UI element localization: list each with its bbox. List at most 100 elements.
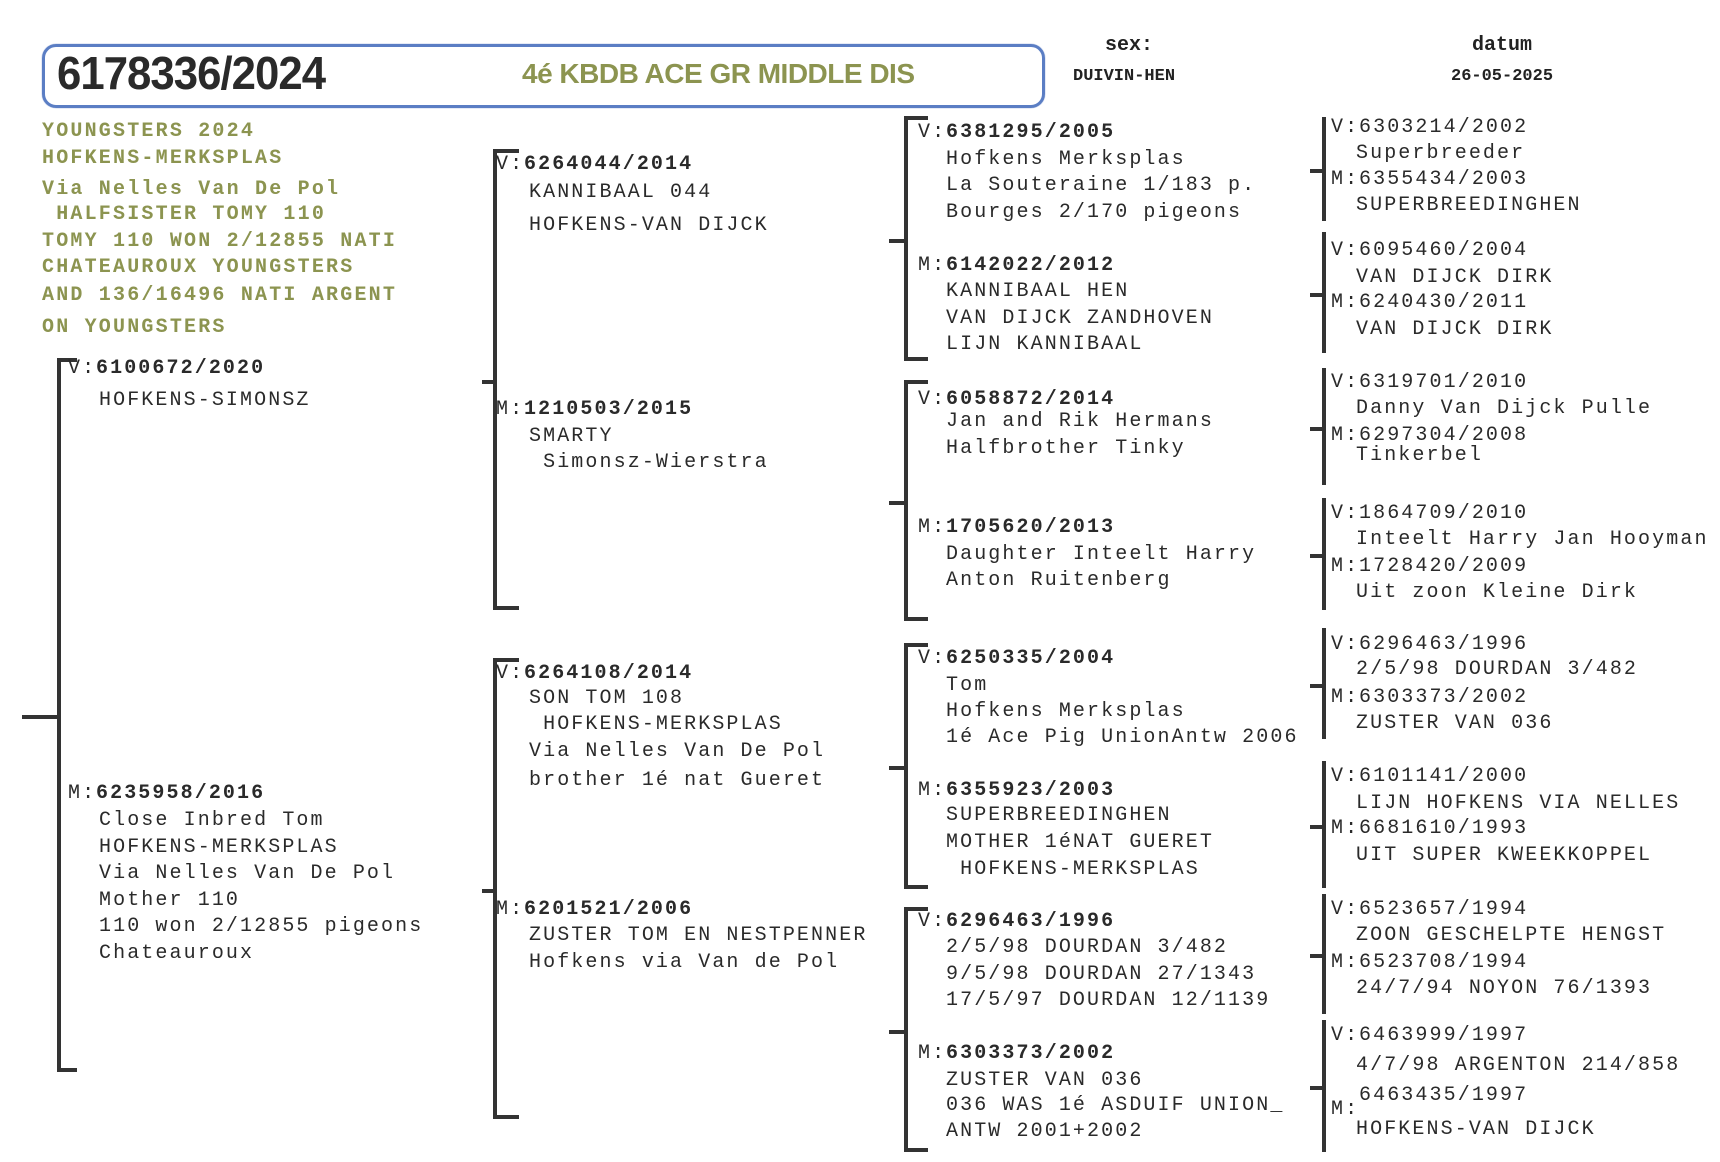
pedigree-note: UIT SUPER KWEEKKOPPEL [1356,844,1653,867]
pedigree-note: Via Nelles Van De Pol [99,862,396,885]
ring-number: 6463435/1997 [1359,1084,1529,1107]
bracket-line [904,643,908,889]
note-line: AND 136/16496 NATI ARGENT [42,284,398,307]
bracket-line [57,1068,77,1072]
bracket-line [904,643,928,647]
parent-label: V: [918,647,947,670]
ring-number: 6296463/1996 [946,910,1116,933]
pedigree-note: HOFKENS-VAN DIJCK [529,214,769,237]
bracket-line [889,1030,904,1034]
note-line: HALFSISTER TOMY 110 [42,203,327,226]
ring-number: 6250335/2004 [946,647,1116,670]
bracket-line [1322,628,1326,739]
ring-number: 6381295/2005 [946,121,1116,144]
bracket-line [482,380,493,384]
parent-label: V: [1331,1024,1360,1047]
pedigree-note: MOTHER 1éNAT GUERET [946,831,1214,854]
parent-label: M: [918,779,947,802]
parent-label: M: [1331,1098,1360,1121]
parent-label: V: [918,121,947,144]
pedigree-note: HOFKENS-MERKSPLAS [99,836,339,859]
bracket-line [904,116,928,120]
parent-label: V: [1331,502,1360,525]
pedigree-note: VAN DIJCK DIRK [1356,266,1554,289]
pedigree-note: Superbreeder [1356,142,1526,165]
pedigree-note: Uit zoon Kleine Dirk [1356,581,1639,604]
note-line: HOFKENS-MERKSPLAS [42,147,284,170]
parent-label: M: [1331,686,1360,709]
ring-number: 6240430/2011 [1359,291,1529,314]
ring-number: 6303214/2002 [1359,116,1529,139]
bracket-line [889,239,904,243]
ring-number: 1705620/2013 [946,516,1116,539]
pedigree-note: Danny Van Dijck Pulle [1356,397,1653,420]
pedigree-note: HOFKENS-MERKSPLAS [946,858,1200,881]
ring-number: 6463999/1997 [1359,1024,1529,1047]
parent-label: M: [68,782,97,805]
pedigree-note: 110 won 2/12855 pigeons [99,915,424,938]
pedigree-note: Mother 110 [99,889,241,912]
pedigree-note: LIJN KANNIBAAL [946,333,1144,356]
pedigree-note: 9/5/98 DOURDAN 27/1343 [946,963,1257,986]
note-line: YOUNGSTERS 2024 [42,120,256,143]
achievement-title: 4é KBDB ACE GR MIDDLE DIS [522,58,915,89]
pedigree-note: La Souteraine 1/183 p. [946,174,1257,197]
bracket-line [904,617,928,621]
ring-number: 6100672/2020 [96,357,266,380]
parent-label: V: [1331,116,1360,139]
ring-number: 6235958/2016 [96,782,266,805]
pedigree-note: 4/7/98 ARGENTON 214/858 [1356,1054,1681,1077]
parent-label: V: [496,662,525,685]
pedigree-note: ZUSTER VAN 036 [946,1069,1144,1092]
bracket-line [1310,684,1322,688]
ring-number: 6296463/1996 [1359,633,1529,656]
parent-label: V: [1331,239,1360,262]
pedigree-note: Via Nelles Van De Pol [529,740,826,763]
bracket-line [889,501,904,505]
pedigree-note: Halfbrother Tinky [946,437,1186,460]
ring-number: 6355923/2003 [946,779,1116,802]
ring-number: 1728420/2009 [1359,555,1529,578]
date-value: 26-05-2025 [1451,67,1554,86]
parent-label: M: [918,516,947,539]
pedigree-note: Anton Ruitenberg [946,569,1172,592]
parent-label: V: [1331,898,1360,921]
bracket-line [1310,293,1322,297]
pedigree-note: VAN DIJCK DIRK [1356,318,1554,341]
bracket-line [1322,1020,1326,1152]
pedigree-note: HOFKENS-VAN DIJCK [1356,1118,1596,1141]
parent-label: V: [918,388,947,411]
pedigree-note: Tinkerbel [1356,444,1483,467]
ring-number: 6523708/1994 [1359,951,1529,974]
pedigree-note: Simonsz-Wierstra [529,451,769,474]
ring-number: 6303373/2002 [1359,686,1529,709]
ring-number: 6058872/2014 [946,388,1116,411]
parent-label: M: [1331,555,1360,578]
parent-label: V: [1331,633,1360,656]
ring-number: 1210503/2015 [524,398,694,421]
sex-value: DUIVIN-HEN [1073,67,1176,86]
bracket-line [22,715,57,719]
ring-number: 6319701/2010 [1359,371,1529,394]
pedigree-note: Tom [946,674,989,697]
pedigree-note: 2/5/98 DOURDAN 3/482 [946,936,1229,959]
ring-number: 6142022/2012 [946,254,1116,277]
parent-label: M: [496,898,525,921]
pedigree-note: Hofkens Merksplas [946,148,1186,171]
pedigree-note: Chateauroux [99,942,255,965]
bracket-line [904,116,908,361]
parent-label: M: [1331,424,1360,447]
ring-number: 6523657/1994 [1359,898,1529,921]
pedigree-note: Inteelt Harry Jan Hooyman [1356,528,1709,551]
note-line: Via Nelles Van De Pol [42,178,341,201]
bracket-line [1322,232,1326,353]
note-line: TOMY 110 WON 2/12855 NATI [42,230,398,253]
pedigree-note: Bourges 2/170 pigeons [946,201,1243,224]
ring-number: 6101141/2000 [1359,765,1529,788]
parent-label: V: [496,153,525,176]
bracket-line [1322,894,1326,1014]
parent-label: M: [918,1042,947,1065]
bracket-line [1322,368,1326,485]
pedigree-note: 24/7/94 NOYON 76/1393 [1356,977,1653,1000]
parent-label: M: [1331,168,1360,191]
